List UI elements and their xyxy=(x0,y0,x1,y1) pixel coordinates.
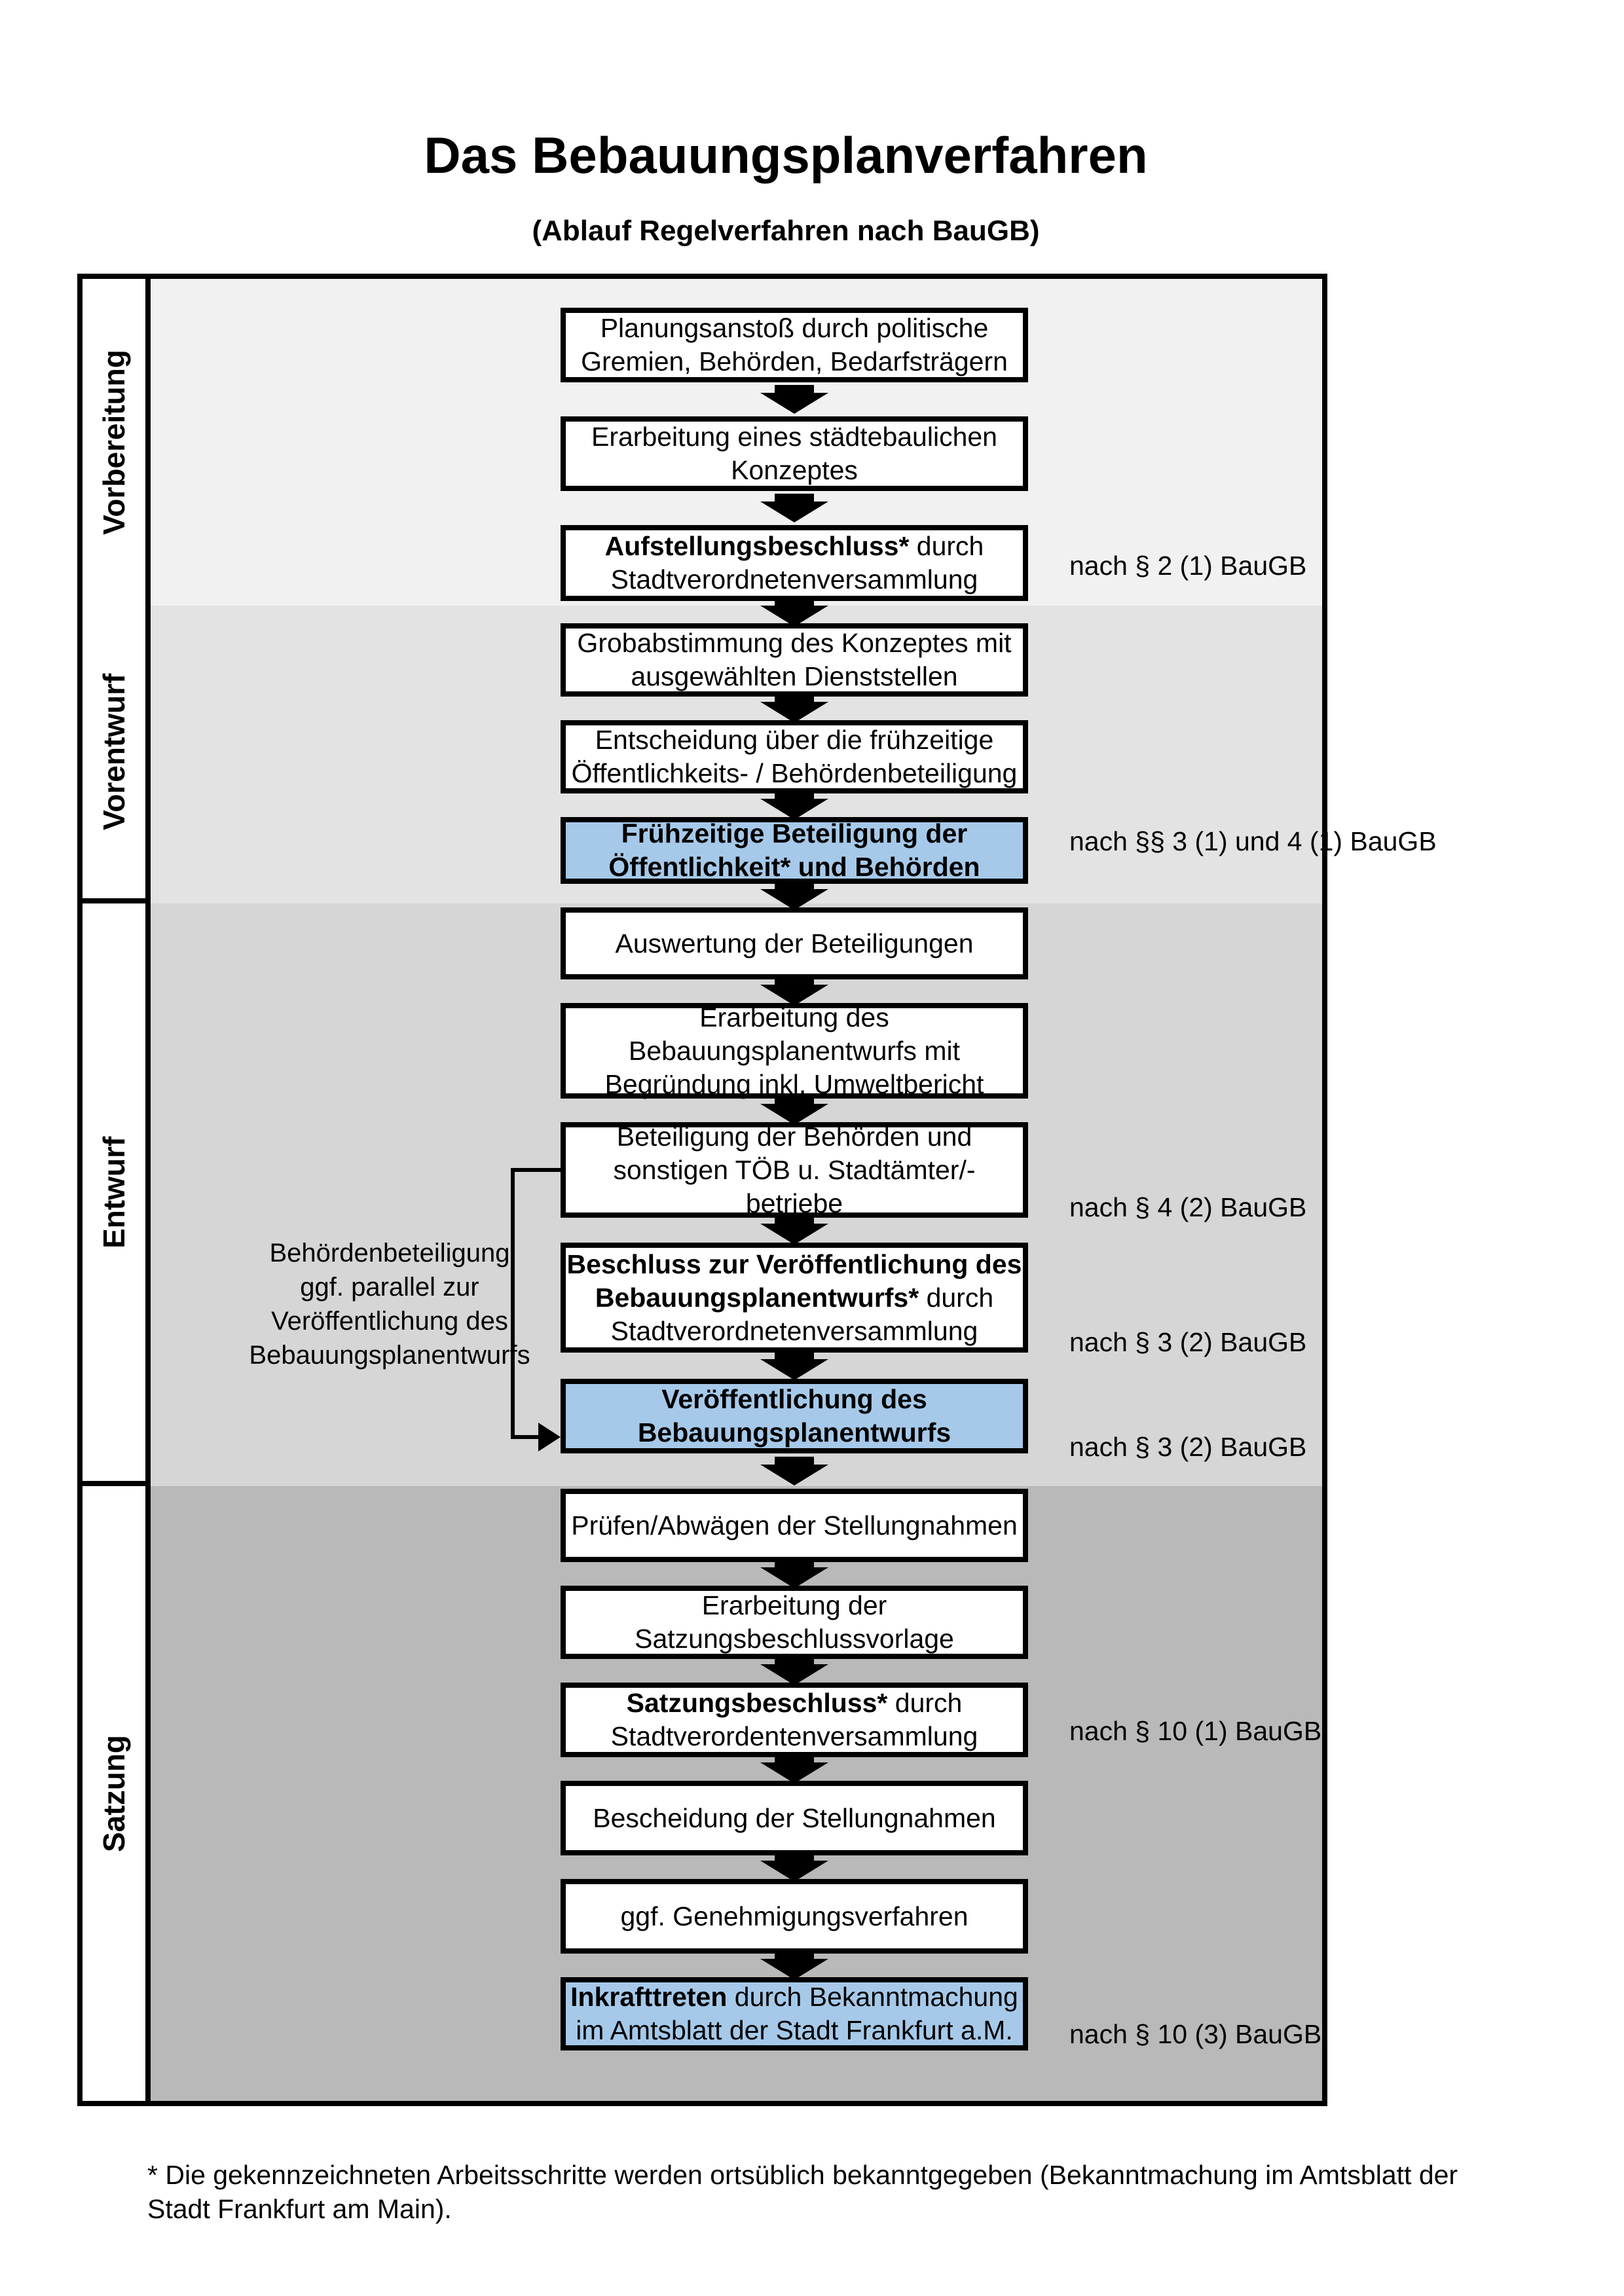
step-aufstellungsbeschluss: Aufstellungsbeschluss* durch Stadtverord… xyxy=(561,525,1028,601)
step-text: durch xyxy=(909,531,984,561)
step-satzungsbeschlussvorlage: Erarbeitung der Satzungsbeschlussvorlage xyxy=(561,1586,1028,1659)
legal-reference: nach § 3 (2) BauGB xyxy=(1069,1432,1307,1462)
step-line: Stadtverordentenversammlung xyxy=(610,1721,978,1751)
annotation-line: Bebauungsplanentwurfs xyxy=(249,1341,530,1370)
phase-label-satzung: Satzung xyxy=(83,1486,145,2101)
step-line: Frühzeitige Beteiligung der xyxy=(621,818,968,848)
connector-stub-line xyxy=(511,1168,561,1172)
annotation-line: Behördenbeteiligung xyxy=(269,1239,510,1267)
step-line: Stadtverordnetenversammlung xyxy=(610,564,978,594)
annotation-line: ggf. parallel zur xyxy=(300,1273,479,1302)
down-arrow-icon xyxy=(760,1096,828,1125)
step-text: durch Bekanntmachung xyxy=(727,1982,1018,2012)
step-auswertung: Auswertung der Beteiligungen xyxy=(561,907,1028,979)
step-beschluss-veroeffentlichung: Beschluss zur Veröffentlichung des Bebau… xyxy=(561,1243,1028,1353)
connector-vertical-line xyxy=(511,1168,515,1439)
step-staedtebauliches-konzept: Erarbeitung eines städtebaulichen Konzep… xyxy=(561,416,1028,491)
down-arrow-icon xyxy=(760,385,828,414)
step-grobabstimmung: Grobabstimmung des Konzeptes mit ausgewä… xyxy=(561,623,1028,697)
step-line: im Amtsblatt der Stadt Frankfurt a.M. xyxy=(576,2015,1013,2045)
legal-reference: nach § 2 (1) BauGB xyxy=(1069,551,1307,581)
step-inkrafttreten: Inkrafttreten durch Bekanntmachung im Am… xyxy=(561,1977,1028,2050)
legal-reference: nach § 3 (2) BauGB xyxy=(1069,1327,1307,1357)
step-line: Begründung inkl. Umweltbericht xyxy=(604,1068,984,1099)
step-line: Auswertung der Beteiligungen xyxy=(615,928,974,958)
down-arrow-icon xyxy=(760,1559,828,1588)
step-erarbeitung-entwurf: Erarbeitung des Bebauungsplanentwurfs mi… xyxy=(561,1002,1028,1099)
connector-arrowhead-icon xyxy=(538,1423,561,1451)
step-entscheidung-beteiligung: Entscheidung über die frühzeitige Öffent… xyxy=(561,720,1028,793)
down-arrow-icon xyxy=(760,881,828,910)
step-line: Beteiligung der Behörden und xyxy=(616,1121,972,1152)
phase-label-vorbereitung: Vorbereitung xyxy=(83,279,145,606)
down-arrow-icon xyxy=(760,494,828,522)
page-title: Das Bebauungsplanverfahren xyxy=(424,126,1148,184)
down-arrow-icon xyxy=(760,791,828,820)
down-arrow-icon xyxy=(760,1457,828,1485)
step-text: durch xyxy=(919,1282,994,1313)
step-genehmigungsverfahren: ggf. Genehmigungsverfahren xyxy=(561,1879,1028,1954)
step-line: Satzungsbeschlussvorlage xyxy=(635,1624,954,1654)
step-line: Bebauungsplanentwurfs mit xyxy=(629,1035,960,1066)
legal-reference: nach § 10 (3) BauGB xyxy=(1069,2019,1322,2049)
footnote: * Die gekennzeichneten Arbeitsschritte w… xyxy=(147,2160,1458,2224)
step-line: Stadtverordnetenversammlung xyxy=(610,1315,978,1346)
step-line: Gremien, Behörden, Bedarfsträgern xyxy=(581,346,1008,376)
step-line: Bebauungsplanentwurfs* durch xyxy=(595,1281,993,1315)
step-line: Bescheidung der Stellungnahmen xyxy=(593,1802,996,1833)
legal-reference: nach § 4 (2) BauGB xyxy=(1069,1192,1307,1222)
step-line: Öffentlichkeits- / Behördenbeteiligung xyxy=(571,758,1018,788)
step-line: Bebauungsplanentwurfs xyxy=(637,1417,951,1448)
step-pruefen-abwaegen: Prüfen/Abwägen der Stellungnahmen xyxy=(561,1489,1028,1562)
step-text-bold: Satzungsbeschluss* xyxy=(626,1688,888,1718)
step-fruehzeitige-beteiligung: Frühzeitige Beteiligung der Öffentlichke… xyxy=(561,817,1028,884)
step-line: ausgewählten Dienststellen xyxy=(631,661,958,691)
step-text-bold: Inkrafttreten xyxy=(570,1982,728,2012)
step-line: Grobabstimmung des Konzeptes mit xyxy=(577,628,1012,658)
page-subtitle: (Ablauf Regelverfahren nach BauGB) xyxy=(532,215,1040,247)
side-annotation: Behördenbeteiligung ggf. parallel zur Ve… xyxy=(190,1236,589,1372)
step-text-bold: Bebauungsplanentwurfs* xyxy=(595,1282,919,1313)
step-text-bold: Aufstellungsbeschluss* xyxy=(604,531,910,561)
connector-bottom-line xyxy=(511,1435,541,1439)
step-behoerdenbeteiligung: Beteiligung der Behörden und sonstigen T… xyxy=(561,1121,1028,1218)
phase-label-column: Vorbereitung Vorentwurf Entwurf Satzung xyxy=(83,279,151,2101)
step-line: ggf. Genehmigungsverfahren xyxy=(620,1901,969,1931)
annotation-line: Veröffentlichung des xyxy=(271,1307,508,1336)
step-bescheidung: Bescheidung der Stellungnahmen xyxy=(561,1781,1028,1855)
step-satzungsbeschluss: Satzungsbeschluss* durch Stadtverordente… xyxy=(561,1683,1028,1757)
step-line: Satzungsbeschluss* durch xyxy=(627,1686,963,1720)
down-arrow-icon xyxy=(760,1755,828,1783)
step-line: Beschluss zur Veröffentlichung des xyxy=(566,1248,1022,1279)
step-line: Veröffentlichung des xyxy=(661,1384,927,1414)
step-line: Erarbeitung der xyxy=(701,1590,887,1620)
legal-reference: nach § 10 (1) BauGB xyxy=(1069,1716,1322,1746)
step-line: Entscheidung über die frühzeitige xyxy=(595,725,994,755)
step-line: Öffentlichkeit* und Behörden xyxy=(608,852,980,882)
down-arrow-icon xyxy=(760,977,828,1006)
phase-label-vorentwurf: Vorentwurf xyxy=(83,606,145,903)
step-line: Erarbeitung eines städtebaulichen xyxy=(591,422,997,452)
legal-reference: nach §§ 3 (1) und 4 (1) BauGB xyxy=(1069,826,1437,856)
step-veroeffentlichung-entwurf: Veröffentlichung des Bebauungsplanentwur… xyxy=(561,1379,1028,1453)
down-arrow-icon xyxy=(760,1853,828,1882)
step-line: Prüfen/Abwägen der Stellungnahmen xyxy=(571,1510,1018,1540)
down-arrow-icon xyxy=(760,598,828,627)
down-arrow-icon xyxy=(760,1216,828,1245)
step-line: Erarbeitung des xyxy=(699,1002,889,1032)
step-line: Aufstellungsbeschluss* durch xyxy=(605,530,984,563)
step-line: Planungsanstoß durch politische xyxy=(600,313,989,343)
down-arrow-icon xyxy=(760,1951,828,1980)
phase-label-entwurf: Entwurf xyxy=(83,903,145,1486)
step-text: durch xyxy=(887,1688,963,1718)
step-line: Konzeptes xyxy=(731,455,858,485)
down-arrow-icon xyxy=(760,694,828,723)
down-arrow-icon xyxy=(760,1656,828,1685)
down-arrow-icon xyxy=(760,1351,828,1380)
step-line: sonstigen TÖB u. Stadtämter/-betriebe xyxy=(613,1154,976,1218)
step-planungsanstoss: Planungsanstoß durch politische Gremien,… xyxy=(561,308,1028,382)
step-line: Inkrafttreten durch Bekanntmachung xyxy=(570,1980,1018,2014)
